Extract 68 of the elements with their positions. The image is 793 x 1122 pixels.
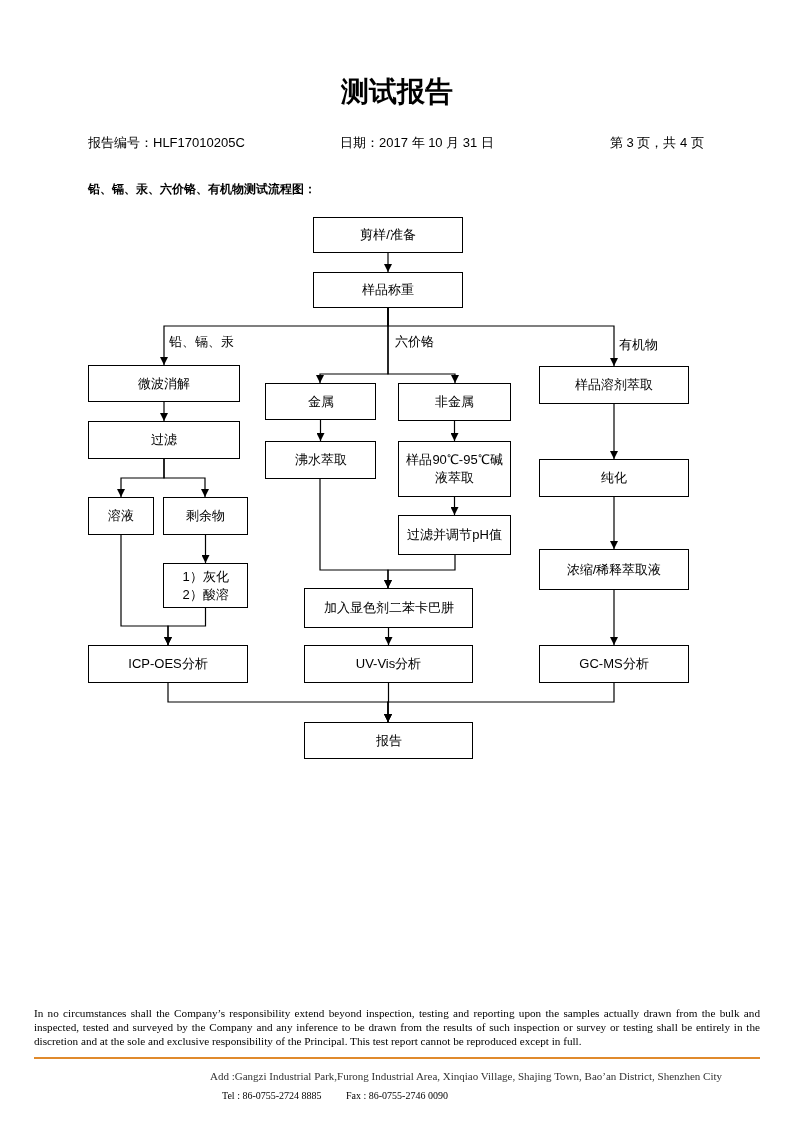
arrow bbox=[384, 627, 393, 646]
arrow bbox=[163, 458, 209, 498]
process-box bbox=[304, 722, 473, 759]
step-text: 2）酸溶 bbox=[182, 585, 229, 604]
step-text: 样品称重 bbox=[362, 281, 414, 299]
process-box bbox=[88, 421, 240, 459]
step-text: 样品溶剂萃取 bbox=[575, 376, 653, 394]
step-text: 沸水萃取 bbox=[294, 451, 347, 469]
process-box bbox=[163, 497, 248, 535]
address-text: Add :Gangzi Industrial Park,Furong Industrial Area, Xinqiao Village, Shajing Town, Bao’an District, Shenzhen City bbox=[210, 1069, 723, 1084]
page-number: 第 3 页，共 4 页 bbox=[610, 134, 704, 152]
step-text: 金属 bbox=[307, 392, 334, 411]
arrow bbox=[164, 607, 207, 646]
process-box bbox=[398, 515, 511, 555]
disclaimer-text: In no circumstances shall the Company’s responsibility extend beyond inspection, testing and reporting upon the samples actually drawn from the bulk and inspected, tested and surveyed by the Company and any inference to be drawn from the results of such inspection or survey or testing shall be entirely in the discretion and at the sole and exclusive responsibility of the Principal. This test report cannot be reproduced except in full. bbox=[34, 1006, 760, 1048]
edge-label: 六价铬 bbox=[394, 334, 435, 351]
arrow bbox=[384, 554, 456, 589]
step-text: 微波消解 bbox=[138, 374, 190, 393]
process-box bbox=[539, 366, 689, 404]
arrow bbox=[450, 420, 459, 442]
arrow bbox=[384, 682, 615, 723]
process-box bbox=[88, 365, 240, 402]
edge-label: 铅、镉、汞 bbox=[168, 334, 235, 351]
process-box bbox=[88, 645, 248, 683]
arrow bbox=[387, 307, 618, 367]
step-text: 样品90℃-95℃碱液萃取 bbox=[405, 451, 504, 487]
arrow bbox=[610, 403, 618, 460]
arrow bbox=[610, 589, 618, 646]
arrow bbox=[160, 401, 168, 422]
step-text: 浓缩/稀释萃取液 bbox=[566, 560, 662, 579]
step-text: 加入显色剂二苯卡巴肼 bbox=[323, 599, 454, 617]
process-box bbox=[265, 441, 376, 479]
arrow bbox=[610, 496, 618, 550]
process-box bbox=[313, 272, 463, 308]
report-number: 报告编号：HLF17010205C bbox=[88, 134, 245, 152]
process-box bbox=[304, 645, 473, 683]
process-box bbox=[304, 588, 473, 628]
step-text: ICP-OES分析 bbox=[128, 655, 208, 673]
step-text: 非金属 bbox=[435, 393, 474, 411]
fax-number: Fax : 86-0755-2746 0090 bbox=[346, 1089, 448, 1103]
process-box bbox=[539, 459, 689, 497]
flowchart-heading: 铅、镉、汞、六价铬、有机物测试流程图： bbox=[88, 181, 316, 198]
step-text: 报告 bbox=[375, 731, 402, 750]
step-text: GC-MS分析 bbox=[579, 655, 649, 673]
step-text: 1）灰化 bbox=[182, 567, 229, 586]
arrow bbox=[316, 419, 325, 442]
process-box bbox=[398, 383, 511, 421]
step-text: 纯化 bbox=[601, 469, 627, 487]
process-box bbox=[539, 645, 689, 683]
phone-number: Tel : 86-0755-2724 8885 bbox=[222, 1089, 322, 1103]
arrow bbox=[201, 534, 210, 564]
process-box bbox=[163, 563, 248, 608]
process-box bbox=[398, 441, 511, 497]
step-text: 剪样/准备 bbox=[360, 226, 416, 244]
step-text: 过滤 bbox=[151, 431, 177, 449]
report-title: 测试报告 bbox=[340, 78, 453, 106]
process-box bbox=[313, 217, 463, 253]
edge-label: 有机物 bbox=[618, 337, 659, 354]
step-text: UV-Vis分析 bbox=[355, 655, 422, 673]
process-box bbox=[265, 383, 376, 420]
step-text: 溶液 bbox=[108, 507, 134, 525]
arrow bbox=[384, 252, 392, 273]
step-text: 剩余物 bbox=[186, 507, 225, 525]
process-box bbox=[88, 497, 154, 535]
report-date: 日期：2017 年 10 月 31 日 bbox=[340, 134, 494, 152]
process-box bbox=[539, 549, 689, 590]
step-text: 过滤并调节pH值 bbox=[407, 526, 502, 544]
arrow bbox=[450, 496, 459, 516]
